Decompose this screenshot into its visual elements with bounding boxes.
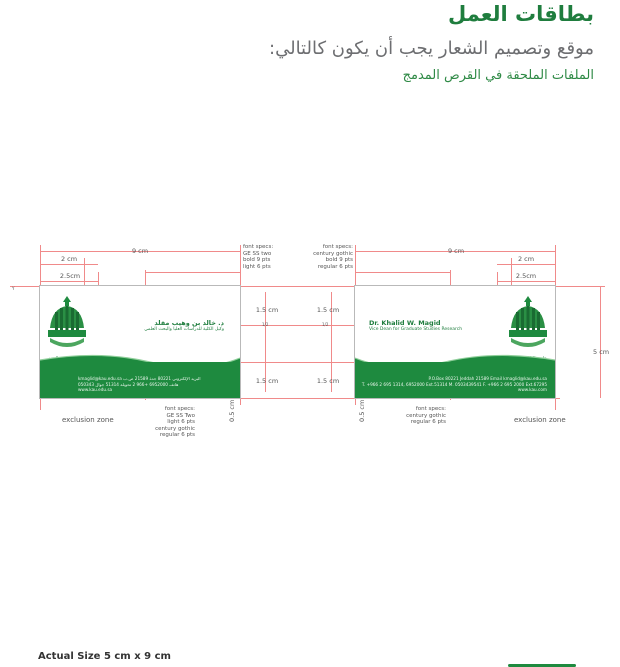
gap-label-3: 1.5 cm [255, 377, 279, 385]
width-label-right: 9 cm [447, 247, 465, 255]
logo-width-label-right: 2.5cm [515, 272, 537, 280]
mid-mark-right: 1/2 [322, 322, 329, 327]
font-spec-arabic-name: font specs: GE SS two bold 9 pts light 6… [243, 244, 274, 270]
font-spec-english-contact: font specs: century gothic regular 6 pts [406, 406, 446, 425]
bottom-margin-label-left: 0.5 cm [228, 399, 236, 422]
university-logo [48, 296, 86, 347]
card-band [40, 362, 240, 398]
page-subtitle: موقع وتصميم الشعار يجب أن يكون كالتالي: [269, 38, 594, 59]
page-title: بطاقات العمل [447, 2, 594, 26]
gap-label-4: 1.5 cm [316, 377, 340, 385]
page-note: الملفات الملحقة في القرص المدمج [402, 68, 594, 83]
exclusion-zone-right: exclusion zone [514, 416, 566, 424]
card-band [355, 362, 555, 398]
english-role: Vice Dean for Graduate Studies Research [369, 327, 463, 332]
business-card-arabic: جامعة الملك عبدالعزيز د. خالد بن وهيب مق… [39, 285, 241, 399]
actual-size-label: Actual Size 5 cm x 9 cm [38, 651, 171, 662]
english-contact: P.O.Box 80221 Jeddah 21589 Email kmaglid… [361, 376, 547, 393]
bottom-margin-label-right: 0.5 cm [358, 399, 366, 422]
width-label-left: 9 cm [131, 247, 149, 255]
font-spec-arabic-contact: font specs: GE SS Two light 6 pts centur… [155, 406, 195, 438]
gap-label-1: 1.5 cm [255, 306, 279, 314]
arabic-contact: kmaglid@kau.edu.sa البريد الإلكتروني 802… [78, 376, 201, 393]
arabic-role: وكيل الكلية للدراسات العليا والبحث العلم… [144, 327, 224, 332]
margin-label-right: 2 cm [517, 255, 535, 263]
height-label: 5 cm [593, 348, 610, 356]
mid-mark-left: 1/2 [262, 322, 269, 327]
logo-width-label-left: 2.5cm [59, 272, 81, 280]
footer-accent-line [508, 664, 576, 667]
university-logo [509, 296, 547, 347]
margin-label-left: 2 cm [60, 255, 78, 263]
edge-mark: Y [12, 286, 15, 291]
font-spec-english-name: font specs: century gothic bold 9 pts re… [313, 244, 353, 270]
exclusion-zone-left: exclusion zone [62, 416, 114, 424]
arabic-name: د. خالد بن وهيب مقلد [154, 319, 224, 327]
english-name: Dr. Khalid W. Magid [369, 319, 441, 327]
gap-label-2: 1.5 cm [316, 306, 340, 314]
business-card-english: جامعة الملك عبدالعزيز Dr. Khalid W. Magi… [354, 285, 556, 399]
